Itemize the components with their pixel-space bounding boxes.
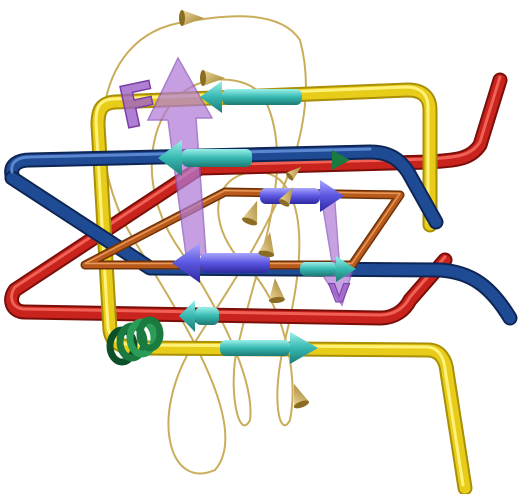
field-direction-cone bbox=[179, 10, 204, 26]
field-direction-cone bbox=[286, 381, 310, 410]
coil-spring-icon bbox=[110, 320, 160, 362]
field-line-inner bbox=[218, 172, 299, 425]
field-direction-cone bbox=[267, 277, 285, 303]
field-direction-cone bbox=[241, 198, 265, 227]
force-label: F bbox=[112, 68, 165, 143]
